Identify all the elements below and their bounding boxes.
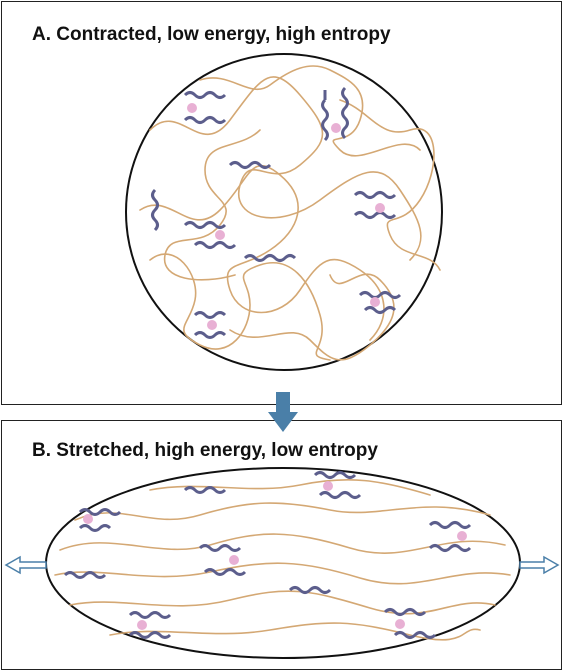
helix-segment: [288, 586, 332, 594]
helix-segment: [243, 254, 297, 262]
contracted-boundary: [125, 53, 443, 371]
crosslink-node: [395, 619, 405, 629]
helix-segment: [128, 611, 172, 619]
helix-segment: [353, 211, 397, 219]
chains-a: [139, 65, 441, 361]
helix-segment: [193, 241, 237, 249]
down-arrow-icon: [268, 392, 298, 432]
chains-b: [54, 479, 511, 641]
helix-segment: [228, 161, 272, 169]
random-coil-chain: [163, 129, 261, 281]
panel-b-title: B. Stretched, high energy, low entropy: [32, 440, 378, 461]
helix-segment: [203, 568, 247, 576]
helix-segment: [151, 188, 159, 232]
helix-segment: [428, 521, 472, 529]
random-coil-chain: [149, 253, 331, 361]
helix-segment: [128, 631, 172, 639]
helix-segment: [428, 544, 472, 552]
random-coil-chain: [149, 76, 422, 261]
crosslink-node: [331, 123, 341, 133]
helix-segment: [363, 306, 397, 314]
helix-segment: [321, 90, 329, 142]
helix-segment: [78, 508, 122, 516]
panel-a-title: A. Contracted, low energy, high entropy: [32, 24, 391, 45]
helix-segment: [198, 544, 242, 552]
helices-a: [151, 86, 402, 339]
left-hollow-arrow-icon: [4, 555, 47, 575]
crosslink-node: [375, 203, 385, 213]
helix-segment: [78, 524, 112, 532]
helix-segment: [63, 571, 107, 579]
crosslink-node: [187, 103, 197, 113]
helix-segment: [183, 486, 227, 494]
helix-segment: [318, 491, 362, 499]
random-coil-chain: [199, 65, 421, 157]
crosslink-node: [457, 531, 467, 541]
helix-segment: [183, 91, 227, 99]
random-coil-chain: [139, 164, 385, 341]
extended-chain: [74, 502, 491, 521]
random-coil-chain: [339, 99, 441, 271]
extended-chain: [149, 479, 431, 496]
helix-segment: [193, 311, 227, 319]
helix-segment: [383, 608, 427, 616]
right-hollow-arrow-icon: [519, 555, 560, 575]
crosslink-node: [229, 555, 239, 565]
contracted-network: [125, 53, 443, 371]
crosslink-node: [370, 297, 380, 307]
helix-segment: [341, 86, 349, 140]
helix-segment: [358, 291, 402, 299]
helix-segment: [183, 116, 227, 124]
crosslink-node: [215, 230, 225, 240]
extended-chain: [54, 562, 511, 585]
helix-segment: [393, 631, 437, 639]
helix-segment: [353, 191, 397, 199]
crosslink-node: [83, 514, 93, 524]
extended-chain: [109, 622, 481, 641]
helix-segment: [313, 471, 357, 479]
stretched-network: [45, 467, 521, 659]
crosslink-node: [137, 620, 147, 630]
helix-segment: [183, 221, 227, 229]
random-coil-chain: [229, 273, 395, 361]
helix-segment: [193, 331, 227, 339]
crosslinks-b: [83, 481, 467, 630]
crosslink-node: [207, 320, 217, 330]
crosslink-node: [323, 481, 333, 491]
helices-b: [63, 471, 472, 639]
crosslinks-a: [187, 103, 385, 330]
